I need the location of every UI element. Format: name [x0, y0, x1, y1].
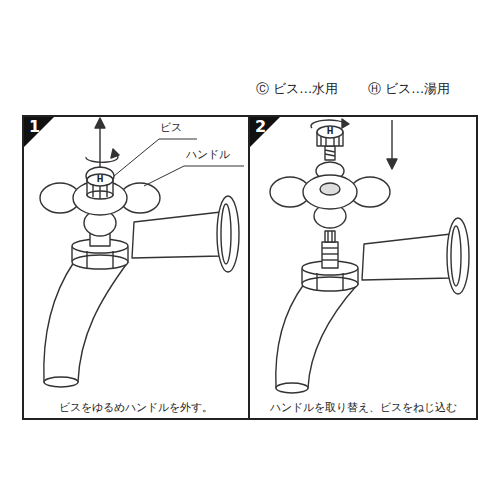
step-number: 1 [29, 119, 43, 135]
faucet-body [302, 277, 358, 291]
screw-arrow [391, 120, 392, 160]
corner-triangle [248, 115, 282, 149]
faucet-body [316, 273, 317, 290]
faucet-body [86, 251, 87, 268]
screw [338, 137, 339, 146]
screw [325, 150, 335, 152]
screw [317, 126, 343, 138]
spindle [327, 231, 328, 242]
corner-triangle [22, 115, 282, 149]
handle [86, 167, 114, 185]
screw-cap [87, 174, 113, 186]
screw [333, 138, 334, 146]
screw [325, 154, 335, 156]
handle [320, 183, 340, 195]
screw-arrow [342, 119, 349, 128]
corner-triangle [22, 115, 56, 149]
faucet-body [44, 262, 128, 382]
spindle [331, 231, 332, 242]
screw-arrow [311, 119, 397, 169]
handle [303, 175, 357, 209]
screw-arrow [387, 159, 397, 169]
handle [270, 162, 390, 228]
step-caption: ハンドルを取り替え、ビスをねじ込む [268, 401, 459, 414]
faucet-body [112, 251, 113, 268]
spindle [322, 231, 338, 268]
screw [325, 138, 326, 146]
spindle [325, 231, 335, 242]
lift-arrow [95, 118, 105, 128]
faucet-body [276, 218, 469, 393]
faucet-body [44, 196, 239, 387]
cap-mark: H [327, 128, 334, 136]
legend-note: Ⓗ ビス…湯用 [368, 82, 450, 97]
faucet-body [276, 284, 358, 388]
handle [73, 181, 127, 215]
part-name: ハンドル [186, 149, 230, 162]
faucet-body [362, 234, 451, 280]
part-name: ビス [160, 122, 182, 135]
lift-arrow [86, 118, 119, 168]
legend-note: Ⓒ ビス…水用 [256, 82, 338, 97]
faucet-body [221, 204, 231, 264]
faucet-body [276, 383, 308, 393]
screw-cap [92, 184, 93, 197]
step-caption: ビスをゆるめハンドルを外す。 [57, 401, 215, 414]
faucet-body [451, 226, 461, 286]
cap-mark: H [97, 176, 104, 184]
faucet-body [72, 255, 128, 269]
screw-cap [106, 184, 107, 197]
leader-line [144, 166, 244, 186]
handle [40, 167, 160, 236]
screw-cap [87, 174, 113, 199]
faucet-body [44, 377, 78, 387]
leader-line [114, 139, 244, 186]
faucet-body [342, 273, 343, 290]
lift-arrow [111, 149, 119, 158]
spindle [322, 247, 338, 248]
spindle [322, 253, 338, 254]
spindle [322, 259, 338, 260]
faucet-body [217, 196, 239, 272]
leader-line [114, 139, 197, 176]
screw-arrow [311, 120, 346, 128]
faucet-body [447, 218, 469, 294]
screw [325, 146, 335, 160]
screw [320, 137, 321, 146]
screw [317, 126, 343, 160]
step-panel: 2 ハンドルを取り替え、ビスをねじ込む [248, 115, 478, 420]
spindle [322, 242, 338, 268]
screw-cap [99, 186, 100, 199]
step-number: 2 [255, 119, 269, 135]
faucet-body [132, 212, 221, 258]
